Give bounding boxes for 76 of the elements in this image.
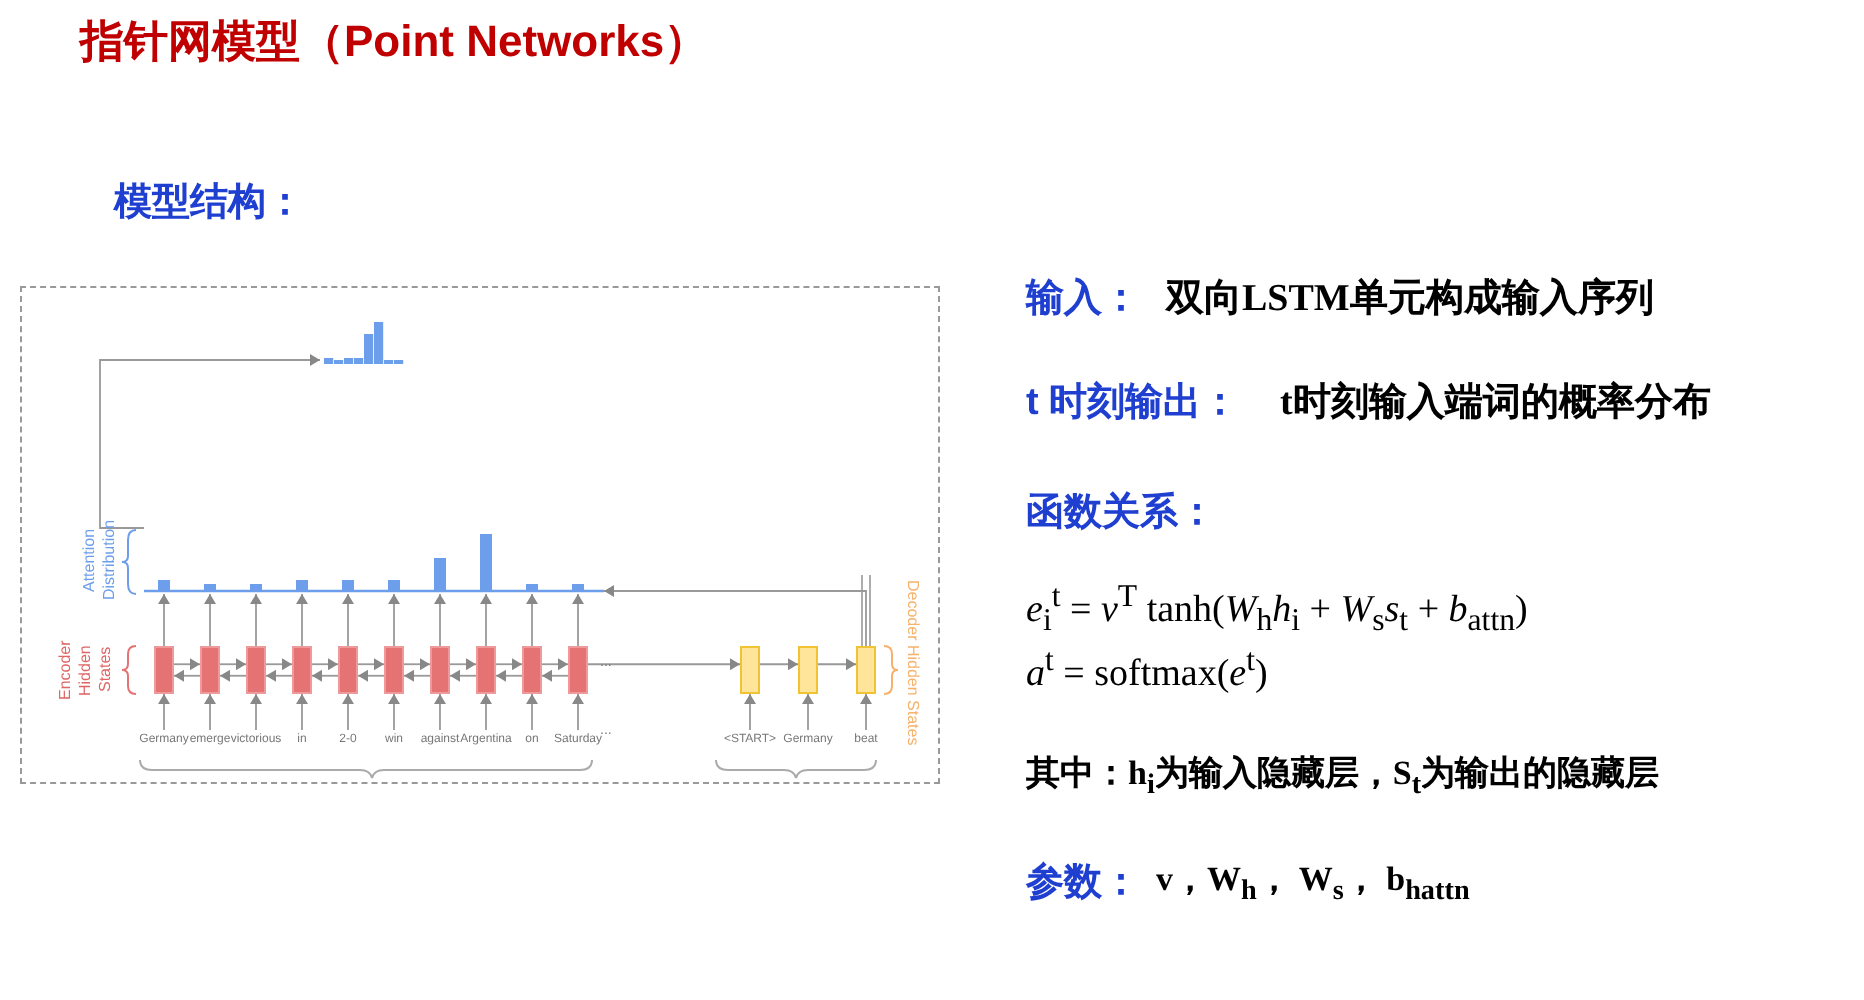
arrow xyxy=(173,658,201,671)
arrow xyxy=(526,693,538,731)
description: v，W$_{h}$， W$_{s}$， b$_{hattn}$ xyxy=(1156,858,1470,909)
arrow xyxy=(541,658,569,671)
arrow xyxy=(480,693,492,731)
arrow xyxy=(311,658,339,671)
title: 指针网模型（Point Networks） xyxy=(80,14,709,70)
arrow xyxy=(434,593,446,647)
field-label: t 时刻输出： xyxy=(1026,379,1240,428)
arrow xyxy=(388,593,400,647)
arrow xyxy=(250,593,262,647)
encoder-state-box xyxy=(522,646,542,694)
arrow xyxy=(526,593,538,647)
attention-bar-chart xyxy=(144,528,604,594)
arrow xyxy=(603,585,867,647)
description: 其中：h$_{i}$为输入隐藏层，S$_{t}$为输出的隐藏层 xyxy=(1026,752,1660,803)
arrow xyxy=(342,693,354,731)
encoder-state-box xyxy=(430,646,450,694)
decoder-state-box xyxy=(740,646,760,694)
axis-caption: Encoder Hidden States xyxy=(56,638,116,704)
field-label: 参数： xyxy=(1026,859,1140,908)
arrow xyxy=(802,693,814,731)
distribution-bar-chart xyxy=(320,320,408,366)
description: t时刻输入端词的概率分布 xyxy=(1280,379,1711,428)
axis-caption: Decoder Hidden States xyxy=(902,580,922,746)
arrow xyxy=(860,693,872,731)
arrow xyxy=(99,354,321,529)
formula: a$^{t}$ = softmax(e$^{t}$) xyxy=(1026,644,1268,697)
arrow xyxy=(296,593,308,647)
axis-caption: Attention Distribution xyxy=(80,518,120,605)
arrow xyxy=(403,658,431,671)
field-label: 函数关系： xyxy=(1026,489,1216,538)
arrow xyxy=(158,593,170,647)
arrow xyxy=(817,658,857,671)
arrow xyxy=(219,658,247,671)
encoder-state-box xyxy=(476,646,496,694)
arrow xyxy=(587,658,741,671)
arrow xyxy=(541,669,569,682)
arrow xyxy=(296,693,308,731)
encoder-state-box xyxy=(338,646,358,694)
arrow xyxy=(495,669,523,682)
arrow xyxy=(265,669,293,682)
arrow xyxy=(449,669,477,682)
arrow xyxy=(449,658,477,671)
encoder-state-box xyxy=(568,646,588,694)
arrow xyxy=(572,593,584,647)
arrow xyxy=(204,593,216,647)
arrow xyxy=(759,658,799,671)
encoder-state-box xyxy=(200,646,220,694)
formula: e$_{i}$$^{t}$ = v$^{T}$ tanh(W$_{h}$h$_{i}$ + W$_{s}$s$_{t}$ + b$_{attn}$) xyxy=(1026,580,1528,641)
arrow xyxy=(388,693,400,731)
arrow xyxy=(311,669,339,682)
arrow xyxy=(219,669,247,682)
encoder-state-box xyxy=(384,646,404,694)
arrow xyxy=(495,658,523,671)
arrow xyxy=(158,693,170,731)
arrow xyxy=(342,593,354,647)
arrow xyxy=(744,693,756,731)
arrow xyxy=(434,693,446,731)
arrow xyxy=(265,658,293,671)
encoder-state-box xyxy=(292,646,312,694)
arrow xyxy=(403,669,431,682)
section-heading: 模型结构： xyxy=(114,180,304,228)
field-label: 输入： xyxy=(1026,275,1140,324)
arrow xyxy=(250,693,262,731)
decoder-state-box xyxy=(798,646,818,694)
decoder-state-box xyxy=(856,646,876,694)
arrow xyxy=(357,669,385,682)
arrow xyxy=(204,693,216,731)
encoder-state-box xyxy=(154,646,174,694)
arrow xyxy=(357,658,385,671)
arrow xyxy=(572,693,584,731)
encoder-state-box xyxy=(246,646,266,694)
arrow xyxy=(173,669,201,682)
description: 双向LSTM单元构成输入序列 xyxy=(1166,275,1654,324)
arrow xyxy=(480,593,492,647)
